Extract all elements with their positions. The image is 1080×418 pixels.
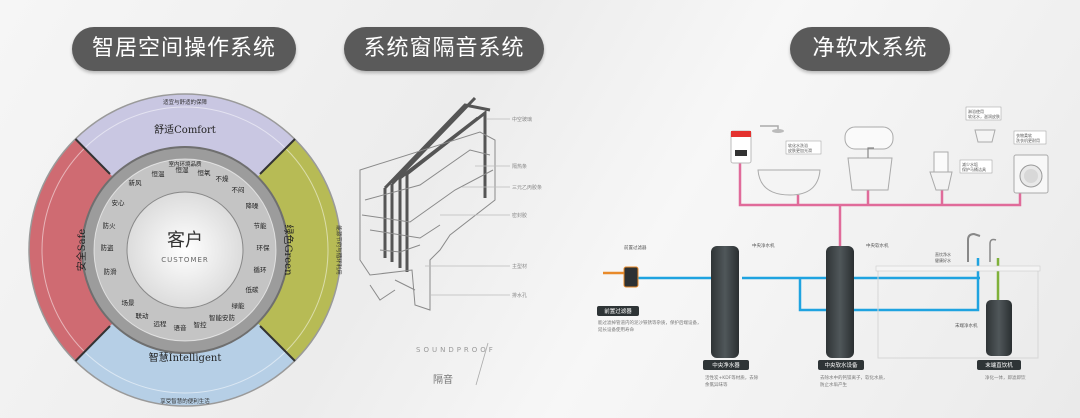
note-toilet: 保护马桶洁具	[962, 166, 986, 172]
central-softener-title-tag	[818, 360, 864, 370]
inner-item: 节能	[254, 221, 268, 230]
inner-item: 场景	[122, 298, 136, 307]
outer-bottom-text: 享受智慧的便利生活	[160, 397, 210, 405]
title-water-system: 净软水系统	[790, 27, 950, 71]
note-bath: 皮肤更加光滑	[788, 147, 812, 153]
soundproof-caption-cn: 隔音	[433, 373, 453, 386]
terminal-desc: 净化一体，即滤即饮	[985, 374, 1026, 381]
customer-wheel: 客户 CUSTOMER 舒适Comfort 智慧Intelligent 绿色Gr…	[28, 93, 343, 407]
kitchen-cabinet	[877, 267, 1039, 359]
central-purifier-desc: 活性炭+KDF等材质，去除	[705, 374, 759, 381]
center-disc	[126, 191, 244, 309]
outer-top-text: 适宜与舒适的保障	[163, 98, 208, 106]
inner-item: 语音	[174, 323, 188, 332]
kitchen-note: 直饮净水	[935, 251, 951, 257]
window-callout: 三元乙丙胶条	[512, 184, 542, 191]
central-purifier-label: 中央净水机	[752, 242, 775, 249]
inner-item: 安心	[112, 198, 126, 207]
pre-filter-label: 前置过滤器	[624, 244, 647, 251]
central-purifier-desc: 余氯异味等	[705, 381, 728, 388]
window-callout: 密封胶	[512, 212, 527, 219]
central-softener-desc: 去除水中的钙镁离子，软化水质，	[820, 374, 888, 381]
central-purifier-device	[711, 246, 739, 358]
shower-head	[760, 125, 779, 130]
note-shower-box	[965, 106, 1002, 121]
inner-item: 循环	[254, 265, 268, 274]
toilet	[933, 151, 949, 173]
note-shower: 淋浴使用	[968, 108, 984, 114]
vanity-cabinet	[847, 157, 893, 191]
terminal-title: 末端直饮机	[985, 361, 1013, 369]
bathtub	[757, 169, 821, 196]
window-callout: 排水孔	[512, 292, 527, 299]
inner-item: 绿能	[232, 301, 246, 310]
note-toilet-box	[959, 159, 993, 174]
inner-item: 降噪	[246, 201, 260, 210]
window-callout: 中空玻璃	[512, 116, 532, 123]
note-shower: 软化水，滋润皮肤	[968, 113, 1000, 119]
terminal-title-tag	[977, 360, 1021, 370]
inner-item: 防火	[103, 221, 117, 230]
title-smart-space: 智居空间操作系统	[72, 27, 296, 71]
soundproof-caption: SOUNDPROOF	[416, 346, 496, 354]
pre-filter-desc: 延长设备使用寿命	[598, 326, 634, 333]
note-washer-box	[1013, 130, 1047, 145]
inner-item: 不燥	[216, 174, 230, 183]
basin	[974, 129, 996, 143]
blue-pipes	[638, 258, 980, 312]
inner-item: 恒湿	[176, 165, 190, 174]
pre-filter-device	[623, 266, 639, 288]
inner-item: 低碳	[246, 285, 260, 294]
inner-item: 恒氧	[198, 168, 212, 177]
safe-label: 安全Safe	[75, 229, 88, 272]
central-softener-desc: 防止水垢产生	[820, 381, 847, 388]
terminal-purifier-device	[986, 300, 1012, 356]
center-title: 客户	[167, 230, 203, 251]
center-subtitle: CUSTOMER	[161, 256, 209, 264]
pre-filter-title-tag	[597, 306, 639, 316]
central-softener-title: 中央软水设备	[824, 361, 858, 369]
inner-item: 新风	[129, 178, 143, 187]
inner-top-text: 室内环境品质	[168, 160, 202, 168]
window-callout: 主型材	[512, 263, 527, 270]
inner-item: 恒温	[152, 169, 166, 178]
title-window-system: 系统窗隔音系统	[344, 27, 544, 71]
pre-filter-desc: 能过滤掉管道内的泥沙铁锈等杂质，保护后端设备，	[598, 319, 702, 326]
note-bath: 软化水洗浴	[788, 142, 808, 148]
intelligent-label: 智慧Intelligent	[149, 351, 222, 364]
note-washer: 衣物柔软	[1016, 132, 1032, 138]
inner-item: 防滑	[104, 267, 118, 276]
central-purifier-title-tag	[703, 360, 749, 370]
central-softener-device	[826, 246, 854, 358]
pre-filter-title: 前置过滤器	[604, 307, 632, 315]
inner-item: 环保	[257, 243, 271, 252]
comfort-label: 舒适Comfort	[154, 123, 216, 136]
kitchen-note: 健康好水	[935, 257, 951, 263]
outer-right-text: 能源节约与循环利用	[335, 225, 343, 275]
inner-item: 防盗	[101, 243, 115, 252]
window-callout: 隔热条	[512, 163, 527, 170]
central-purifier-title: 中央净水器	[712, 361, 740, 369]
inner-item: 智能安防	[209, 313, 236, 322]
inner-item: 联动	[136, 311, 150, 320]
water-system-diagram: 前置过滤器 前置过滤器 能过滤掉管道内的泥沙铁锈等杂质，保护后端设备， 延长设备…	[597, 106, 1049, 388]
central-softener-label: 中央软水机	[866, 242, 889, 249]
green-label: 绿色Green	[282, 224, 295, 276]
vanity-mirror	[844, 126, 894, 150]
inner-item: 远程	[154, 319, 168, 328]
kitchen-countertop	[875, 265, 1041, 272]
note-washer: 洗衣机更耐用	[1016, 137, 1040, 143]
kitchen-faucet	[967, 232, 981, 262]
window-section-drawing	[359, 96, 510, 311]
note-toilet: 减少水垢	[962, 161, 978, 167]
inner-item: 不闷	[232, 185, 245, 194]
note-bath-box	[785, 140, 822, 155]
terminal-label: 末端净水机	[955, 322, 978, 329]
inner-item: 智控	[194, 320, 208, 329]
